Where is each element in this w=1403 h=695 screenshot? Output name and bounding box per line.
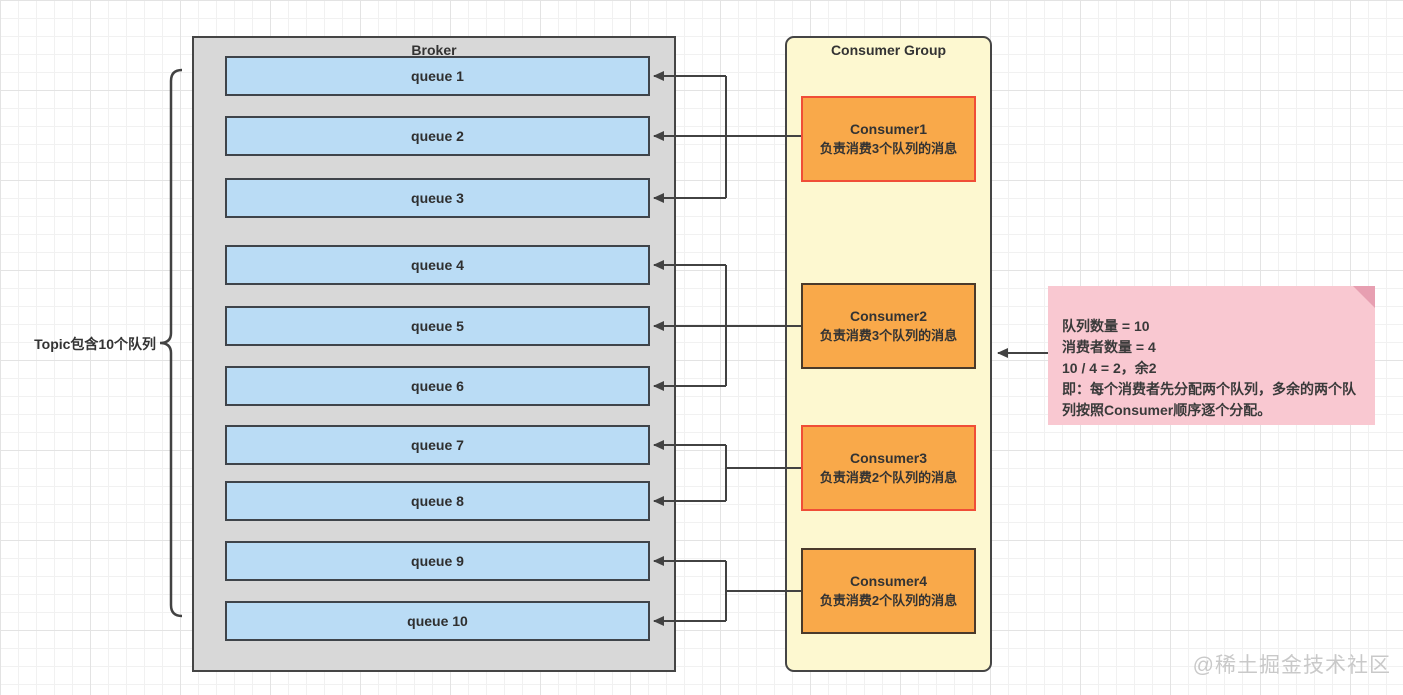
consumer-box-4: Consumer4 负责消费2个队列的消息 [801,548,976,634]
topic-label: Topic包含10个队列 [34,336,156,352]
consumer-name: Consumer1 [849,121,928,137]
queue-box-7: queue 7 [225,425,650,465]
consumer-desc: 负责消费2个队列的消息 [819,470,958,485]
consumer-group-title: Consumer Group [830,42,947,58]
queue-box-8: queue 8 [225,481,650,521]
note-line: 即：每个消费者先分配两个队列，多余的两个队列按照Consumer顺序逐个分配。 [1062,381,1356,418]
queue-box-1: queue 1 [225,56,650,96]
queue-label: queue 9 [411,553,464,569]
queue-label: queue 4 [411,257,464,273]
queue-label: queue 1 [411,68,464,84]
queue-box-5: queue 5 [225,306,650,346]
consumer-name: Consumer3 [849,450,928,466]
queue-label: queue 7 [411,437,464,453]
queue-label: queue 5 [411,318,464,334]
queue-label: queue 2 [411,128,464,144]
consumer-box-1: Consumer1 负责消费3个队列的消息 [801,96,976,182]
queue-box-4: queue 4 [225,245,650,285]
consumer-desc: 负责消费3个队列的消息 [819,141,958,156]
queue-box-6: queue 6 [225,366,650,406]
note-line: 队列数量 = 10 [1062,318,1150,334]
note-line: 10 / 4 = 2，余2 [1062,360,1157,376]
watermark: @稀土掘金技术社区 [1192,654,1391,677]
queue-label: queue 3 [411,190,464,206]
queue-label: queue 6 [411,378,464,394]
sticky-note: 队列数量 = 10 消费者数量 = 4 10 / 4 = 2，余2 即：每个消费… [1048,286,1375,425]
note-fold-corner-icon [1353,286,1375,308]
note-line: 消费者数量 = 4 [1062,339,1156,355]
consumer-desc: 负责消费2个队列的消息 [819,593,958,608]
queue-box-3: queue 3 [225,178,650,218]
consumer-desc: 负责消费3个队列的消息 [819,328,958,343]
queue-label: queue 8 [411,493,464,509]
topic-brace-icon [159,68,183,618]
queue-box-10: queue 10 [225,601,650,641]
consumer-name: Consumer4 [849,573,928,589]
queue-box-2: queue 2 [225,116,650,156]
consumer-name: Consumer2 [849,308,928,324]
queue-box-9: queue 9 [225,541,650,581]
broker-title: Broker [411,42,457,58]
consumer-box-3: Consumer3 负责消费2个队列的消息 [801,425,976,511]
queue-label: queue 10 [407,613,468,629]
consumer-box-2: Consumer2 负责消费3个队列的消息 [801,283,976,369]
